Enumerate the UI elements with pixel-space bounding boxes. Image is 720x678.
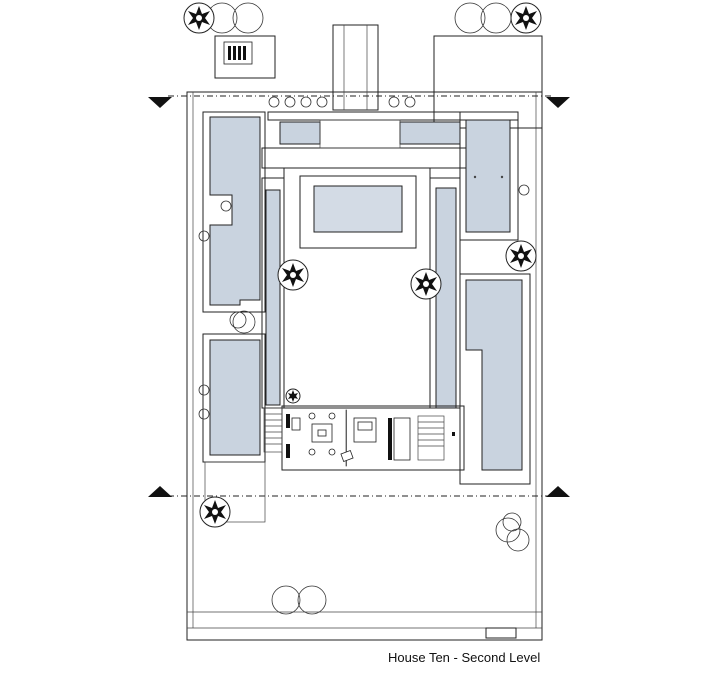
section-arrow-top-right xyxy=(546,97,570,108)
right-wing-upper-outline xyxy=(459,111,519,241)
closet xyxy=(393,417,411,461)
chair-c xyxy=(308,448,316,456)
roof-right-upper xyxy=(465,119,511,233)
roof-left-lower xyxy=(209,339,261,456)
garage-block xyxy=(433,35,543,129)
utility-grille xyxy=(228,46,246,60)
room-column-b xyxy=(286,444,290,458)
stair-right xyxy=(417,415,445,461)
drawing-caption: House Ten - Second Level xyxy=(388,650,541,665)
section-arrow-top-left xyxy=(148,97,172,108)
roof-panel-top-b xyxy=(399,121,461,145)
sink-unit xyxy=(291,417,301,431)
roof-left-upper xyxy=(209,116,261,306)
roof-panel-top-a xyxy=(279,121,321,145)
utility-block xyxy=(214,35,276,79)
star-trees xyxy=(183,2,542,528)
top-corridor-roof xyxy=(267,111,519,121)
room-column-a xyxy=(286,414,290,428)
left-lower-court xyxy=(204,461,266,523)
room-partition xyxy=(388,418,392,460)
pool-surround xyxy=(299,175,417,249)
courtyard-top-walkway xyxy=(261,147,468,169)
chair-b xyxy=(328,412,336,420)
stair-treads xyxy=(264,413,282,445)
roof-right-lower xyxy=(465,279,523,471)
lounge-chair xyxy=(340,450,354,462)
service-step xyxy=(485,627,517,639)
site-boundary xyxy=(186,91,543,641)
chair-d xyxy=(328,448,336,456)
section-arrow-bottom-left xyxy=(148,486,172,497)
tree-outlines xyxy=(198,2,530,615)
pool xyxy=(313,185,403,233)
left-wing-upper-outline xyxy=(202,111,266,313)
stair-right-treads xyxy=(418,421,444,447)
roof-left-strip xyxy=(265,189,281,406)
stair-left xyxy=(263,407,283,453)
section-arrow-bottom-right xyxy=(546,486,570,497)
chair-a xyxy=(308,412,316,420)
entry-stair-block xyxy=(332,24,379,111)
roof-right-strip xyxy=(435,187,457,409)
